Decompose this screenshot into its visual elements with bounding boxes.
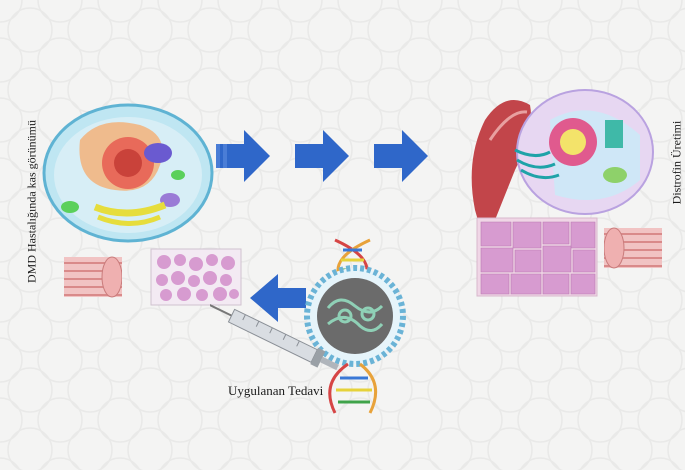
right-vertical-label: Distrofin Üretimi <box>669 120 684 205</box>
arrow-right-icon-3 <box>374 130 428 182</box>
left-vertical-label: DMD Hastalığında kas görünümü <box>24 120 39 283</box>
healthy-fiber-bundle <box>604 227 662 269</box>
treatment-caption: Uygulanan Tedavi <box>228 383 324 398</box>
arrow-left-icon <box>250 274 306 322</box>
healthy-cell-illustration <box>471 89 654 297</box>
muscle-fiber-bundle <box>64 256 122 298</box>
arrow-right-icon-1 <box>216 130 270 182</box>
gene-therapy-illustration <box>210 238 406 414</box>
dmd-cell-illustration <box>42 103 214 243</box>
arrow-right-icon-2 <box>295 130 349 182</box>
dmd-tissue-section <box>150 248 242 306</box>
